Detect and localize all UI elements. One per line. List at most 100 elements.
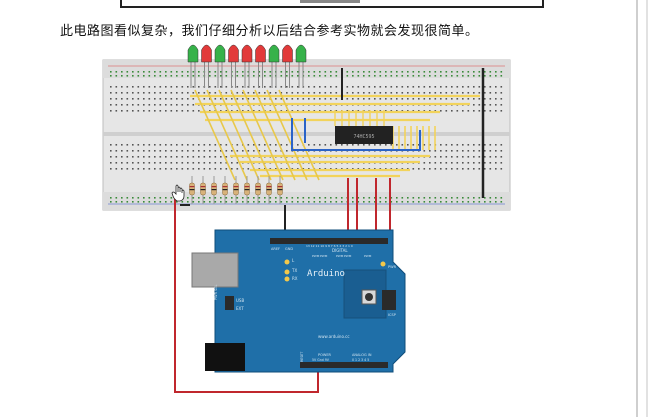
breadboard-hole (330, 144, 332, 146)
breadboard-hole (148, 197, 151, 199)
breadboard-hole (445, 86, 448, 88)
breadboard-hole (247, 168, 250, 170)
breadboard-hole (407, 168, 409, 170)
breadboard-hole (225, 197, 228, 199)
breadboard-hole (418, 75, 420, 77)
breadboard-hole (462, 75, 464, 77)
breadboard-hole (473, 71, 475, 73)
breadboard-hole (489, 197, 492, 199)
breadboard-hole (148, 75, 151, 77)
breadboard-hole (500, 197, 503, 199)
breadboard-hole (176, 71, 178, 73)
breadboard-hole (132, 71, 134, 73)
breadboard-hole (269, 71, 272, 73)
breadboard-hole (291, 168, 294, 170)
board-url: www.arduino.cc (318, 334, 350, 339)
breadboard-hole (132, 98, 134, 100)
breadboard-hole (363, 168, 365, 170)
breadboard-hole (187, 86, 189, 88)
breadboard-hole (203, 144, 206, 146)
breadboard-hole (110, 144, 112, 146)
breadboard-hole (489, 92, 492, 94)
breadboard-hole (489, 150, 492, 152)
breadboard-hole (154, 98, 156, 100)
breadboard-hole (412, 92, 415, 94)
breadboard-hole (214, 92, 217, 94)
breadboard-hole (181, 201, 184, 203)
page-edge-line (636, 0, 638, 417)
breadboard-hole (242, 71, 244, 73)
breadboard-hole (159, 75, 162, 77)
breadboard-hole (121, 162, 123, 164)
breadboard-hole (242, 150, 244, 152)
breadboard-hole (390, 201, 393, 203)
breadboard-hole (330, 92, 332, 94)
breadboard-hole (231, 201, 233, 203)
breadboard-hole (456, 71, 459, 73)
breadboard-hole (495, 144, 497, 146)
breadboard-hole (170, 197, 173, 199)
breadboard-hole (456, 75, 459, 77)
breadboard-hole (203, 156, 206, 158)
breadboard-hole (407, 92, 409, 94)
breadboard-hole (357, 71, 360, 73)
breadboard-hole (467, 162, 470, 164)
breadboard-hole (434, 75, 437, 77)
pwm-label: PWM (320, 254, 328, 258)
breadboard-hole (253, 110, 255, 112)
breadboard-hole (286, 98, 288, 100)
breadboard-hole (467, 156, 470, 158)
breadboard-hole (154, 150, 156, 152)
analog-pins-label: 0 1 2 3 4 5 (352, 358, 369, 362)
breadboard-hole (110, 197, 112, 199)
resistor-band (189, 186, 195, 188)
breadboard-hole (429, 168, 431, 170)
led (187, 44, 199, 63)
breadboard-hole (181, 86, 184, 88)
breadboard-hole (412, 86, 415, 88)
breadboard-hole (203, 150, 206, 152)
breadboard-hole (275, 168, 277, 170)
breadboard-hole (374, 92, 376, 94)
breadboard-hole (500, 162, 503, 164)
breadboard-hole (352, 98, 354, 100)
breadboard-hole (418, 71, 420, 73)
breadboard-hole (374, 75, 376, 77)
yellow-jumper (278, 89, 320, 181)
yellow-jumper (242, 89, 284, 181)
breadboard-hole (137, 75, 140, 77)
yellow-jumper (266, 89, 308, 181)
breadboard-hole (363, 201, 365, 203)
breadboard-hole (126, 168, 129, 170)
breadboard-hole (462, 110, 464, 112)
breadboard-hole (473, 92, 475, 94)
breadboard-hole (396, 201, 398, 203)
breadboard-hole (187, 92, 189, 94)
breadboard-hole (379, 75, 382, 77)
breadboard-hole (291, 110, 294, 112)
breadboard-hole (324, 168, 327, 170)
breadboard-hole (143, 168, 145, 170)
breadboard-hole (346, 168, 349, 170)
breadboard-hole (258, 110, 261, 112)
breadboard-hole (489, 201, 492, 203)
breadboard-hole (440, 162, 442, 164)
breadboard-hole (495, 110, 497, 112)
breadboard-hole (154, 162, 156, 164)
breadboard-hole (132, 144, 134, 146)
breadboard-hole (456, 162, 459, 164)
breadboard-hole (478, 144, 481, 146)
breadboard (102, 59, 511, 211)
breadboard-hole (451, 201, 453, 203)
breadboard-hole (467, 86, 470, 88)
breadboard-hole (148, 162, 151, 164)
breadboard-hole (192, 144, 195, 146)
breadboard-hole (165, 168, 167, 170)
breadboard-hole (291, 92, 294, 94)
breadboard-hole (445, 75, 448, 77)
breadboard-hole (429, 86, 431, 88)
breadboard-hole (192, 168, 195, 170)
breadboard-hole (363, 86, 365, 88)
breadboard-hole (495, 150, 497, 152)
reset-label: RESET (300, 352, 304, 362)
